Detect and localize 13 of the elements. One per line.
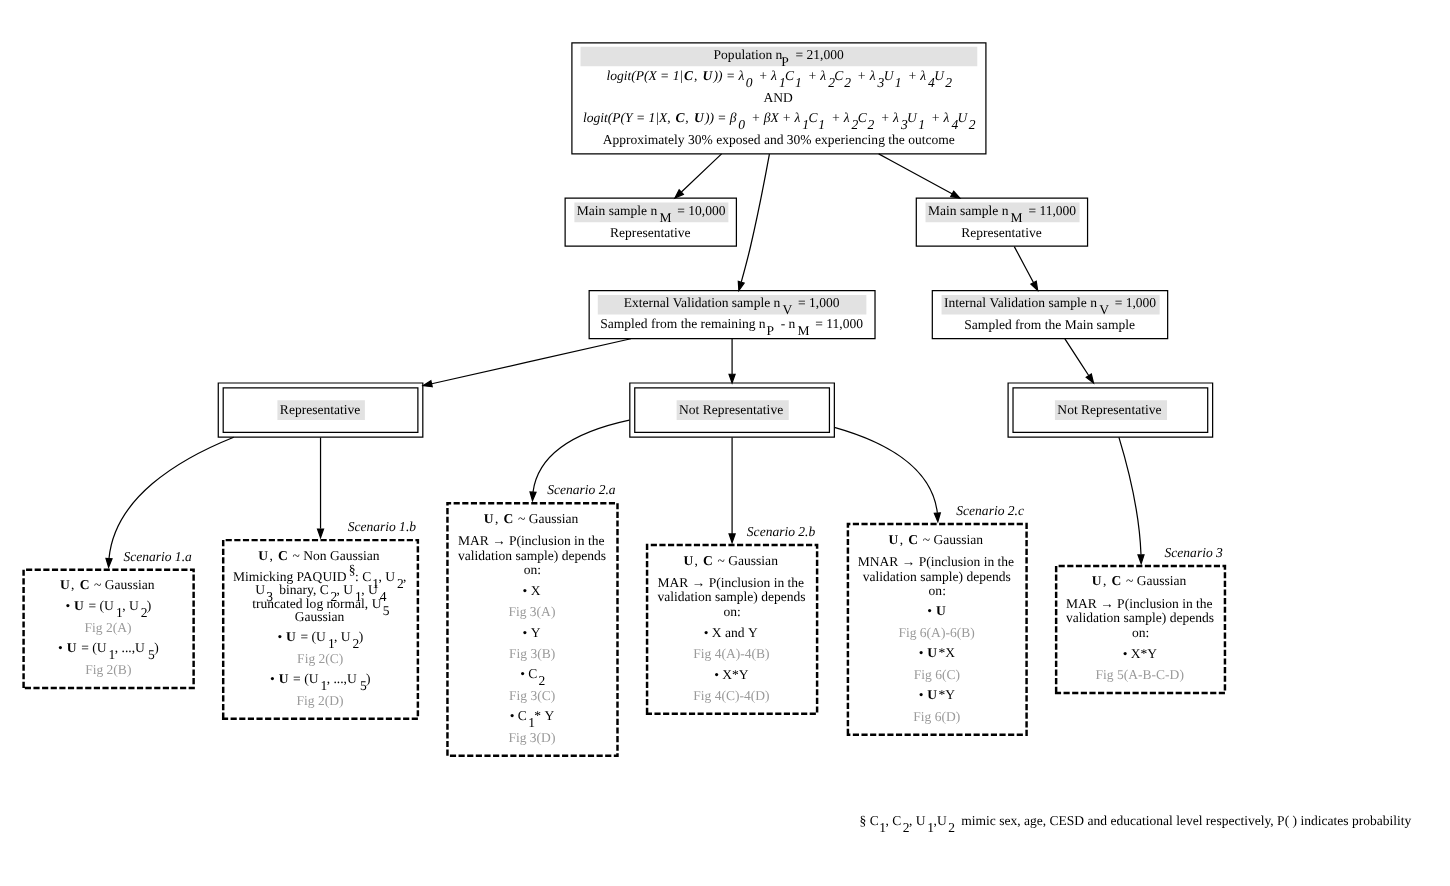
arrow bbox=[737, 152, 771, 292]
arrow bbox=[833, 425, 942, 523]
arrow bbox=[1013, 245, 1039, 291]
arrow bbox=[728, 337, 736, 384]
arrow bbox=[421, 337, 632, 387]
arrow bbox=[529, 418, 630, 502]
arrow bbox=[105, 435, 235, 569]
arrow bbox=[316, 435, 325, 539]
arrow bbox=[1118, 435, 1145, 565]
arrow bbox=[1064, 337, 1095, 384]
arrow bbox=[878, 152, 962, 198]
arrow bbox=[728, 435, 736, 544]
arrow bbox=[673, 152, 723, 199]
